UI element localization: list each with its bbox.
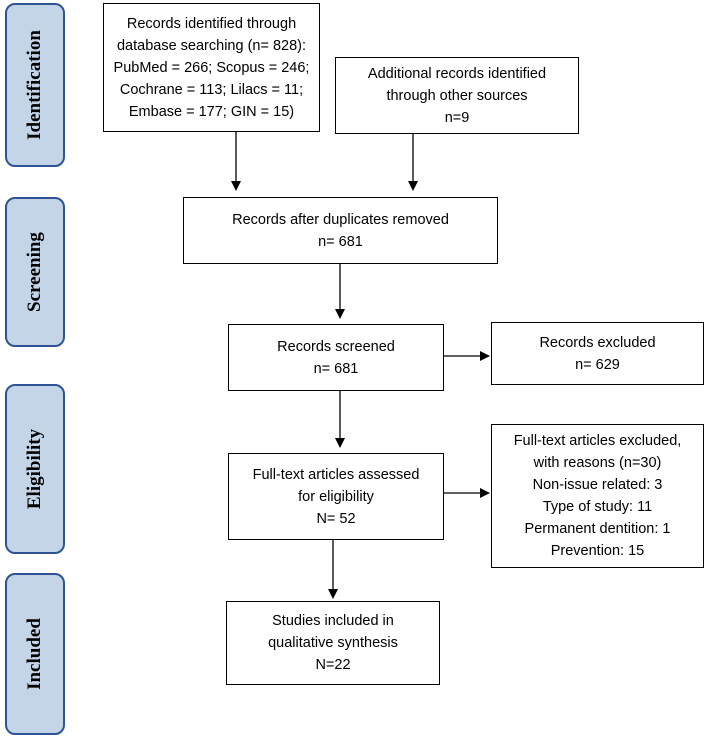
after-duplicates-line: n= 681 bbox=[318, 233, 363, 250]
screened-line: Records screened bbox=[277, 338, 395, 355]
phase-eligibility: Eligibility bbox=[5, 384, 65, 554]
other-sources-line: Additional records identified bbox=[367, 65, 547, 82]
other-sources-box: Additional records identified through ot… bbox=[335, 57, 579, 134]
excluded-box: Records excluded n= 629 bbox=[491, 322, 704, 385]
phase-identification: Identification bbox=[5, 3, 65, 167]
database-search-line: database searching (n= 828): bbox=[116, 37, 307, 54]
included-line: N=22 bbox=[315, 657, 351, 673]
phase-screening-label: Screening bbox=[24, 232, 45, 312]
phase-identification-label: Identification bbox=[24, 30, 45, 140]
other-sources-line: through other sources bbox=[386, 87, 528, 104]
included-line: Studies included in bbox=[272, 613, 394, 629]
fulltext-excluded-line: with reasons (n=30) bbox=[533, 455, 662, 471]
excluded-line: Records excluded bbox=[539, 334, 656, 351]
phase-screening: Screening bbox=[5, 197, 65, 347]
included-box: Studies included in qualitative synthesi… bbox=[226, 601, 440, 685]
database-search-line: Records identified through bbox=[126, 15, 297, 32]
fulltext-assessed-line: N= 52 bbox=[316, 510, 356, 527]
database-search-box: Records identified through database sear… bbox=[103, 3, 320, 132]
fulltext-excluded-line: Type of study: 11 bbox=[542, 499, 653, 515]
database-search-line: Cochrane = 113; Lilacs = 11; bbox=[119, 81, 304, 98]
fulltext-assessed-line: for eligibility bbox=[298, 488, 374, 505]
phase-included-label: Included bbox=[24, 618, 45, 690]
screened-box: Records screened n= 681 bbox=[228, 324, 444, 391]
phase-eligibility-label: Eligibility bbox=[24, 428, 45, 510]
fulltext-excluded-line: Full-text articles excluded, bbox=[513, 433, 682, 449]
fulltext-excluded-line: Permanent dentition: 1 bbox=[524, 521, 671, 537]
fulltext-excluded-line: Prevention: 15 bbox=[550, 543, 645, 559]
after-duplicates-line: Records after duplicates removed bbox=[232, 211, 449, 228]
fulltext-excluded-box: Full-text articles excluded, with reason… bbox=[491, 424, 704, 568]
other-sources-line: n=9 bbox=[444, 109, 470, 126]
fulltext-excluded-line: Non-issue related: 3 bbox=[532, 477, 663, 493]
excluded-line: n= 629 bbox=[575, 356, 620, 373]
screened-line: n= 681 bbox=[313, 360, 359, 377]
database-search-line: PubMed = 266; Scopus = 246; bbox=[113, 59, 310, 76]
included-line: qualitative synthesis bbox=[268, 635, 398, 651]
database-search-line: Embase = 177; GIN = 15) bbox=[128, 103, 295, 120]
fulltext-assessed-box: Full-text articles assessed for eligibil… bbox=[228, 453, 444, 540]
phase-included: Included bbox=[5, 573, 65, 735]
after-duplicates-box: Records after duplicates removed n= 681 bbox=[183, 197, 498, 264]
fulltext-assessed-line: Full-text articles assessed bbox=[252, 466, 420, 483]
